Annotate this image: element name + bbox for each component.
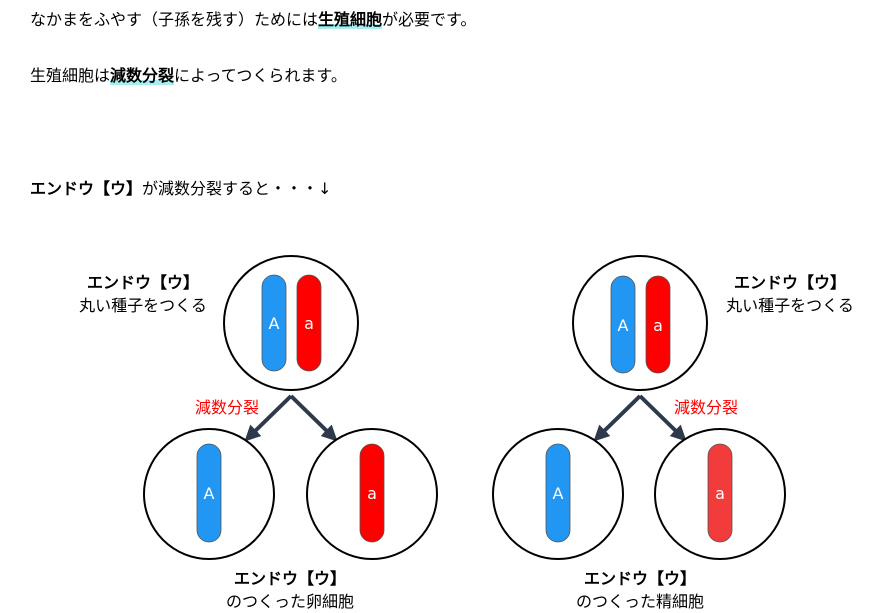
right-gamete-chromosome-a bbox=[707, 443, 733, 543]
intro-line-3-key: エンドウ【ウ】 bbox=[30, 179, 143, 198]
intro-line-3-post: が減数分裂すると・・・↓ bbox=[142, 179, 332, 198]
left-parent-name: エンドウ【ウ】 bbox=[87, 273, 199, 292]
keyword-meiosis: 減数分裂 bbox=[110, 66, 175, 85]
right-arrow-to-A bbox=[593, 394, 642, 442]
right-gamete-chromosome-A bbox=[545, 443, 571, 543]
intro-line-3: エンドウ【ウ】が減数分裂すると・・・↓ bbox=[30, 175, 331, 199]
right-arrow-to-a bbox=[638, 394, 687, 442]
left-gamete-allele-A: A bbox=[204, 484, 215, 503]
right-parent-cell bbox=[572, 255, 708, 391]
left-panel: エンドウ【ウ】 丸い種子をつくる A a 減数分裂 A a エンドウ【ウ】 のつ… bbox=[79, 255, 438, 611]
intro-line-1-pre: なかまをふやす（子孫を残す）ためには bbox=[30, 10, 319, 29]
left-gamete-chromosome-a bbox=[359, 443, 385, 543]
left-arrow-to-A bbox=[244, 394, 293, 442]
right-gamete-desc: のつくった精細胞 bbox=[576, 592, 704, 611]
intro-line-2-post: によってつくられます。 bbox=[174, 66, 347, 85]
left-parent-desc: 丸い種子をつくる bbox=[79, 296, 207, 315]
left-parent-chromosome-A bbox=[261, 274, 287, 372]
right-parent-allele-a: a bbox=[653, 316, 663, 335]
intro-line-1-post: が必要です。 bbox=[382, 10, 477, 29]
right-gamete-allele-a: a bbox=[715, 484, 725, 503]
left-parent-allele-a: a bbox=[304, 314, 314, 333]
left-gamete-desc: のつくった卵細胞 bbox=[226, 592, 354, 611]
left-gamete-chromosome-A bbox=[196, 443, 222, 543]
left-division-label: 減数分裂 bbox=[195, 398, 259, 417]
intro-line-2-pre: 生殖細胞は bbox=[30, 66, 111, 85]
right-parent-chromosome-a bbox=[645, 275, 671, 374]
left-parent-cell bbox=[223, 255, 359, 391]
right-panel: エンドウ【ウ】 丸い種子をつくる A a 減数分裂 A a エンドウ【ウ】 のつ… bbox=[492, 255, 854, 611]
right-parent-desc: 丸い種子をつくる bbox=[726, 296, 854, 315]
right-gamete-allele-A: A bbox=[553, 484, 564, 503]
left-arrow-to-a bbox=[289, 394, 338, 442]
left-gamete-allele-a: a bbox=[367, 484, 377, 503]
intro-line-2: 生殖細胞は減数分裂によってつくられます。 bbox=[30, 62, 347, 86]
left-gamete-name: エンドウ【ウ】 bbox=[234, 569, 346, 588]
right-parent-chromosome-A bbox=[610, 275, 636, 374]
right-division-label: 減数分裂 bbox=[674, 398, 738, 417]
right-parent-allele-A: A bbox=[618, 316, 629, 335]
keyword-germ-cell: 生殖細胞 bbox=[318, 10, 383, 29]
left-parent-allele-A: A bbox=[269, 314, 280, 333]
right-gamete-name: エンドウ【ウ】 bbox=[584, 569, 696, 588]
left-parent-chromosome-a bbox=[296, 274, 322, 372]
right-parent-name: エンドウ【ウ】 bbox=[734, 273, 846, 292]
intro-line-1: なかまをふやす（子孫を残す）ためには生殖細胞が必要です。 bbox=[30, 6, 476, 30]
